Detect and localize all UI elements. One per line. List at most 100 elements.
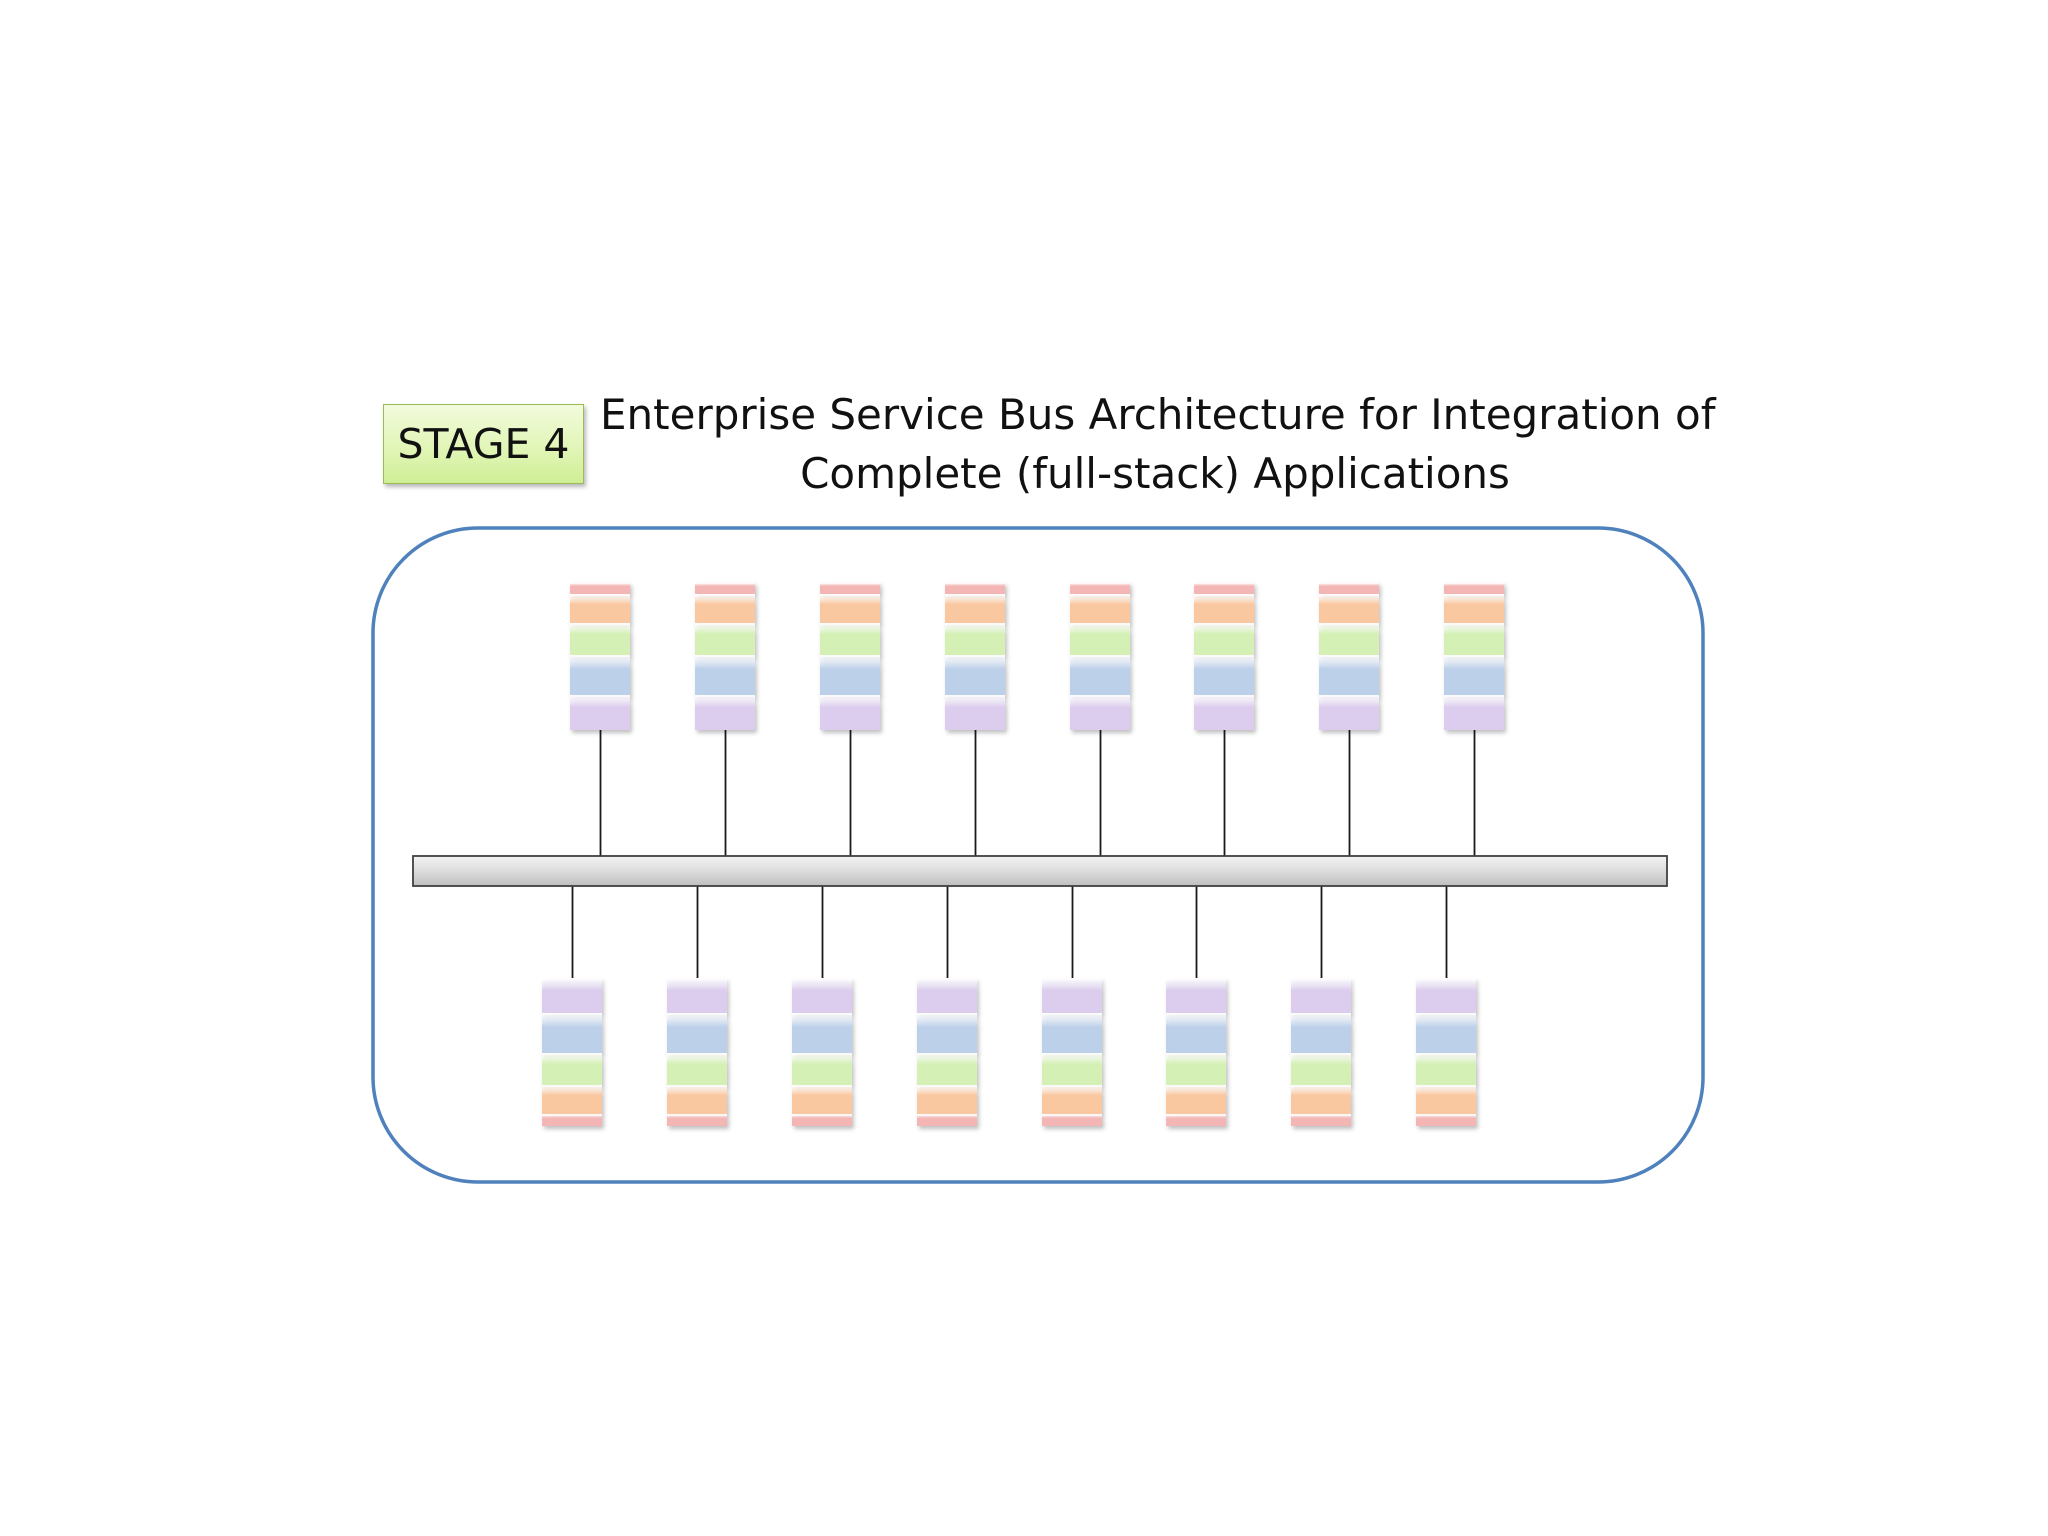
bottom-application-1-layer-purple bbox=[542, 978, 602, 1013]
top-application-7-layer-purple bbox=[1319, 695, 1379, 730]
bottom-application-7-layer-highlight bbox=[1291, 1085, 1351, 1087]
bottom-application-2-layer-purple bbox=[667, 978, 727, 1013]
bottom-application-1-layer-highlight bbox=[542, 1053, 602, 1055]
top-application-4-layer-purple bbox=[945, 695, 1005, 730]
bottom-application-1-layer-highlight bbox=[542, 978, 602, 980]
top-application-1-layer-highlight bbox=[570, 623, 630, 625]
bottom-application-7-layer-highlight bbox=[1291, 978, 1351, 980]
top-application-3-layer-purple bbox=[820, 695, 880, 730]
top-application-7 bbox=[1319, 582, 1379, 730]
bottom-application-6-layer-highlight bbox=[1166, 978, 1226, 980]
bottom-application-2-layer-highlight bbox=[667, 1013, 727, 1015]
bottom-application-1-layer-green bbox=[542, 1053, 602, 1085]
top-application-6-layer-highlight bbox=[1194, 655, 1254, 657]
bottom-application-6-layer-green bbox=[1166, 1053, 1226, 1085]
top-application-5-layer-highlight bbox=[1070, 655, 1130, 657]
bottom-application-2-layer-green bbox=[667, 1053, 727, 1085]
bottom-application-3-layer-green bbox=[792, 1053, 852, 1085]
bottom-application-2-layer-blue bbox=[667, 1013, 727, 1053]
bottom-application-2 bbox=[667, 978, 727, 1126]
top-application-6-layer-highlight bbox=[1194, 582, 1254, 584]
bottom-application-5-layer-highlight bbox=[1042, 1114, 1102, 1116]
top-application-4-layer-highlight bbox=[945, 655, 1005, 657]
bottom-application-4-layer-green bbox=[917, 1053, 977, 1085]
top-application-8-layer-purple bbox=[1444, 695, 1504, 730]
top-application-1-layer-orange bbox=[570, 594, 630, 623]
top-application-2-layer-purple bbox=[695, 695, 755, 730]
top-application-4-layer-orange bbox=[945, 594, 1005, 623]
slide-title-line-1: Enterprise Service Bus Architecture for … bbox=[600, 390, 1716, 439]
top-application-1-layer-green bbox=[570, 623, 630, 655]
top-application-6-layer-purple bbox=[1194, 695, 1254, 730]
top-application-2 bbox=[695, 582, 755, 730]
bottom-application-6-layer-highlight bbox=[1166, 1013, 1226, 1015]
bottom-application-5-layer-highlight bbox=[1042, 978, 1102, 980]
top-application-2-layer-green bbox=[695, 623, 755, 655]
bottom-application-4-layer-purple bbox=[917, 978, 977, 1013]
bottom-application-1-layer-highlight bbox=[542, 1013, 602, 1015]
top-application-8-layer-blue bbox=[1444, 655, 1504, 695]
top-applications bbox=[570, 582, 1504, 730]
slide-title: Enterprise Service Bus Architecture for … bbox=[600, 385, 1716, 503]
top-application-2-layer-highlight bbox=[695, 623, 755, 625]
top-application-8 bbox=[1444, 582, 1504, 730]
top-application-8-layer-red bbox=[1444, 582, 1504, 594]
bottom-application-5-layer-highlight bbox=[1042, 1053, 1102, 1055]
bottom-application-7-layer-orange bbox=[1291, 1085, 1351, 1114]
stage-badge: STAGE 4 bbox=[383, 404, 584, 484]
top-application-6-layer-highlight bbox=[1194, 695, 1254, 697]
bottom-application-6-layer-red bbox=[1166, 1114, 1226, 1126]
bottom-application-3-layer-highlight bbox=[792, 1114, 852, 1116]
top-application-4-layer-highlight bbox=[945, 582, 1005, 584]
top-application-5-layer-green bbox=[1070, 623, 1130, 655]
bottom-application-5-layer-green bbox=[1042, 1053, 1102, 1085]
top-application-6 bbox=[1194, 582, 1254, 730]
bottom-application-8-layer-highlight bbox=[1416, 1013, 1476, 1015]
bottom-application-6-layer-highlight bbox=[1166, 1114, 1226, 1116]
bottom-application-7-layer-purple bbox=[1291, 978, 1351, 1013]
top-application-7-layer-highlight bbox=[1319, 695, 1379, 697]
top-application-4-layer-red bbox=[945, 582, 1005, 594]
bottom-application-1-layer-highlight bbox=[542, 1114, 602, 1116]
top-application-4-layer-highlight bbox=[945, 594, 1005, 596]
top-application-5-layer-red bbox=[1070, 582, 1130, 594]
top-application-7-layer-orange bbox=[1319, 594, 1379, 623]
top-application-6-layer-highlight bbox=[1194, 623, 1254, 625]
top-application-3-layer-highlight bbox=[820, 655, 880, 657]
bottom-application-4-layer-highlight bbox=[917, 978, 977, 980]
top-application-1-layer-red bbox=[570, 582, 630, 594]
bottom-application-8-layer-purple bbox=[1416, 978, 1476, 1013]
bottom-application-8 bbox=[1416, 978, 1476, 1126]
top-application-5-layer-highlight bbox=[1070, 695, 1130, 697]
top-application-7-layer-highlight bbox=[1319, 655, 1379, 657]
top-application-1-layer-highlight bbox=[570, 695, 630, 697]
top-application-8-layer-green bbox=[1444, 623, 1504, 655]
bottom-application-3-layer-highlight bbox=[792, 1085, 852, 1087]
bottom-application-7-layer-highlight bbox=[1291, 1114, 1351, 1116]
top-application-3-layer-blue bbox=[820, 655, 880, 695]
top-application-2-layer-highlight bbox=[695, 695, 755, 697]
bottom-application-3 bbox=[792, 978, 852, 1126]
bottom-application-5-layer-highlight bbox=[1042, 1013, 1102, 1015]
bottom-application-6-layer-highlight bbox=[1166, 1085, 1226, 1087]
bottom-application-7-layer-red bbox=[1291, 1114, 1351, 1126]
top-application-2-layer-orange bbox=[695, 594, 755, 623]
bottom-application-1-layer-orange bbox=[542, 1085, 602, 1114]
top-application-8-layer-orange bbox=[1444, 594, 1504, 623]
bottom-application-4-layer-blue bbox=[917, 1013, 977, 1053]
slide-title-line-2: Complete (full-stack) Applications bbox=[800, 449, 1510, 498]
bottom-application-5-layer-purple bbox=[1042, 978, 1102, 1013]
bottom-application-7-layer-green bbox=[1291, 1053, 1351, 1085]
top-application-7-layer-blue bbox=[1319, 655, 1379, 695]
top-application-5-layer-highlight bbox=[1070, 582, 1130, 584]
top-application-3-layer-highlight bbox=[820, 582, 880, 584]
top-application-8-layer-highlight bbox=[1444, 655, 1504, 657]
top-application-5-layer-blue bbox=[1070, 655, 1130, 695]
bottom-application-4-layer-highlight bbox=[917, 1114, 977, 1116]
integration-frame bbox=[371, 526, 1705, 1184]
top-application-6-layer-red bbox=[1194, 582, 1254, 594]
top-application-7-layer-highlight bbox=[1319, 594, 1379, 596]
service-bus bbox=[412, 855, 1668, 887]
